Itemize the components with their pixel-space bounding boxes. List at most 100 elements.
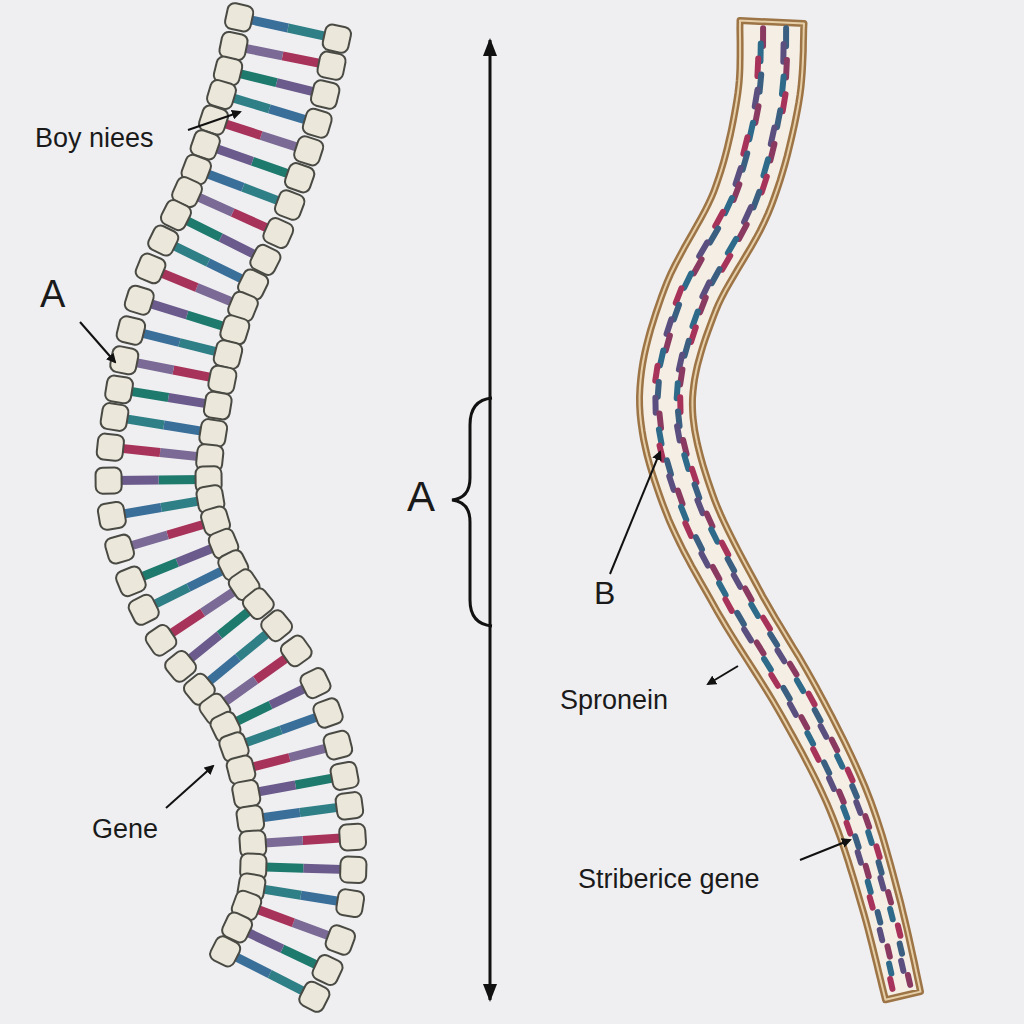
backbone-unit — [100, 402, 130, 432]
gene-band — [855, 836, 858, 847]
gene-band — [684, 455, 688, 469]
gene-band — [725, 198, 732, 213]
gene-band — [783, 688, 789, 699]
gene-band — [901, 961, 903, 971]
chromosome-rim — [640, 21, 921, 1000]
gene-band — [900, 944, 902, 954]
backbone-unit — [95, 467, 121, 493]
gene-band — [711, 529, 717, 541]
gene-band — [837, 756, 842, 767]
gene-band — [865, 816, 869, 827]
gene-band — [685, 341, 689, 356]
gene-band — [880, 930, 882, 940]
gene-band — [858, 852, 861, 863]
backbone-unit — [114, 564, 148, 598]
gene-band — [710, 229, 718, 243]
backbone-unit — [123, 284, 156, 317]
gene-band — [725, 599, 731, 611]
brace — [452, 398, 492, 626]
gene-band — [678, 490, 683, 503]
gene-band — [771, 675, 778, 686]
gene-band — [737, 613, 744, 624]
gene-band — [712, 269, 720, 283]
gene-band — [770, 144, 774, 160]
gene-band — [674, 305, 679, 320]
gene-band — [719, 583, 726, 595]
gene-band — [801, 717, 807, 728]
gene-band — [745, 588, 751, 600]
gene-band — [790, 704, 796, 715]
gene-band — [782, 77, 784, 94]
dna-ladder — [95, 2, 366, 1014]
backbone-unit — [297, 979, 332, 1014]
gene-band — [908, 975, 910, 985]
gene-band — [847, 823, 851, 834]
gene-band — [660, 351, 663, 366]
leader-line — [800, 840, 850, 860]
backbone-unit — [340, 856, 367, 883]
part-label: Gene — [92, 815, 158, 845]
gene-band — [879, 862, 882, 873]
gene-band — [809, 694, 815, 705]
backbone-unit — [134, 251, 168, 285]
gene-band — [807, 733, 813, 744]
gene-band — [722, 543, 728, 555]
gene-band — [890, 909, 893, 919]
gene-band — [790, 664, 797, 675]
backbone-unit — [143, 622, 179, 658]
leader-line — [166, 766, 213, 808]
part-label: B — [594, 576, 615, 611]
gene-band — [699, 242, 707, 256]
gene-band — [700, 298, 706, 313]
gene-band — [763, 618, 770, 629]
gene-band — [751, 605, 758, 616]
gene-band — [728, 559, 735, 571]
gene-band — [852, 786, 857, 797]
gene-band — [659, 429, 662, 443]
gene-band — [676, 288, 682, 303]
gene-band — [856, 802, 860, 813]
backbone-unit — [316, 50, 347, 81]
backbone-unit — [283, 161, 316, 194]
gene-band — [757, 643, 764, 654]
part-label: A — [40, 274, 65, 316]
gene-band — [843, 807, 847, 818]
gene-band — [655, 366, 657, 381]
leader-line — [708, 666, 738, 684]
gene-band — [681, 507, 686, 520]
gene-band — [898, 925, 900, 935]
leader-line — [610, 452, 660, 574]
gene-band — [667, 319, 672, 334]
gene-band — [878, 912, 881, 922]
gene-band — [707, 514, 713, 527]
chromosome-outline — [640, 21, 921, 1000]
gene-band — [870, 897, 873, 907]
gene-band — [728, 239, 736, 253]
gene-band — [658, 382, 659, 397]
gene-band — [696, 537, 702, 549]
part-label: Spronein — [560, 686, 668, 716]
gene-band — [888, 892, 891, 902]
gene-band — [701, 554, 707, 566]
backbone-unit — [335, 791, 364, 820]
backbone-unit — [236, 805, 265, 834]
backbone-unit — [311, 696, 344, 729]
gene-band — [868, 832, 871, 843]
backbone-unit — [335, 888, 365, 918]
backbone-unit — [97, 501, 127, 531]
leader-line — [80, 322, 115, 362]
gene-band — [880, 878, 883, 889]
backbone-unit — [224, 2, 255, 33]
gene-band — [777, 110, 780, 127]
gene-band — [684, 274, 691, 288]
gene-band — [691, 327, 696, 342]
gene-band — [839, 792, 844, 803]
gene-band — [829, 778, 834, 789]
gene-band — [813, 749, 818, 760]
backbone-unit — [115, 315, 146, 346]
gene-band — [695, 485, 700, 498]
gene-band — [685, 523, 691, 536]
gene-band — [783, 94, 786, 111]
backbone-unit — [322, 729, 354, 761]
gene-band — [744, 629, 751, 640]
